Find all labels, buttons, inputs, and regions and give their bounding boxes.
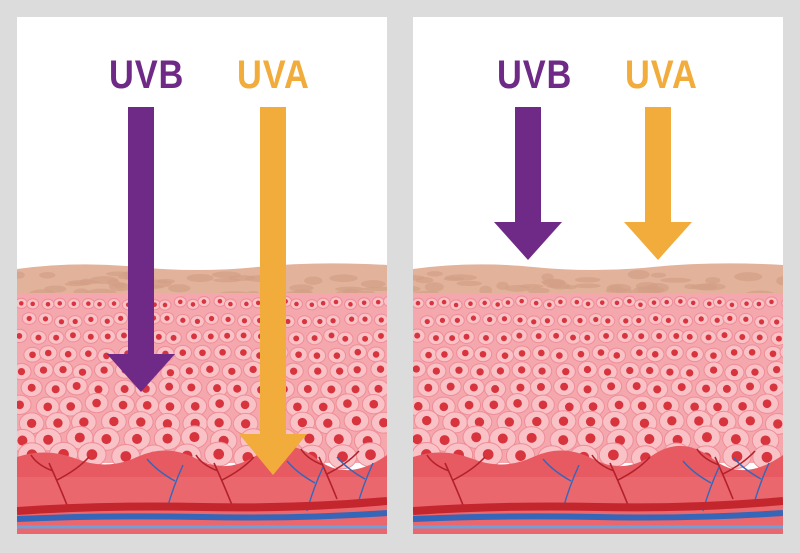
uv-arrows [494, 107, 692, 260]
capillaries [426, 448, 756, 506]
uvb-label: UVB [497, 53, 573, 97]
uva-arrow [239, 107, 307, 475]
uva-arrow [624, 107, 692, 260]
vein [413, 510, 783, 522]
panel-with-protection: UVB UVA [413, 17, 783, 534]
uva-label: UVA [625, 53, 698, 97]
uvb-arrow [107, 107, 175, 392]
capillaries [30, 448, 360, 506]
panel-without-protection: UVB UVA [17, 17, 387, 534]
uv-arrows [107, 107, 307, 475]
artery [413, 497, 783, 515]
vein [17, 510, 387, 522]
skin-cross-section [413, 263, 783, 534]
uva-label: UVA [237, 53, 310, 97]
artery [17, 497, 387, 515]
veins [146, 456, 374, 512]
uvb-arrow [494, 107, 562, 260]
veins [542, 456, 770, 512]
uvb-label: UVB [109, 53, 185, 97]
epidermis-cells [413, 295, 783, 471]
